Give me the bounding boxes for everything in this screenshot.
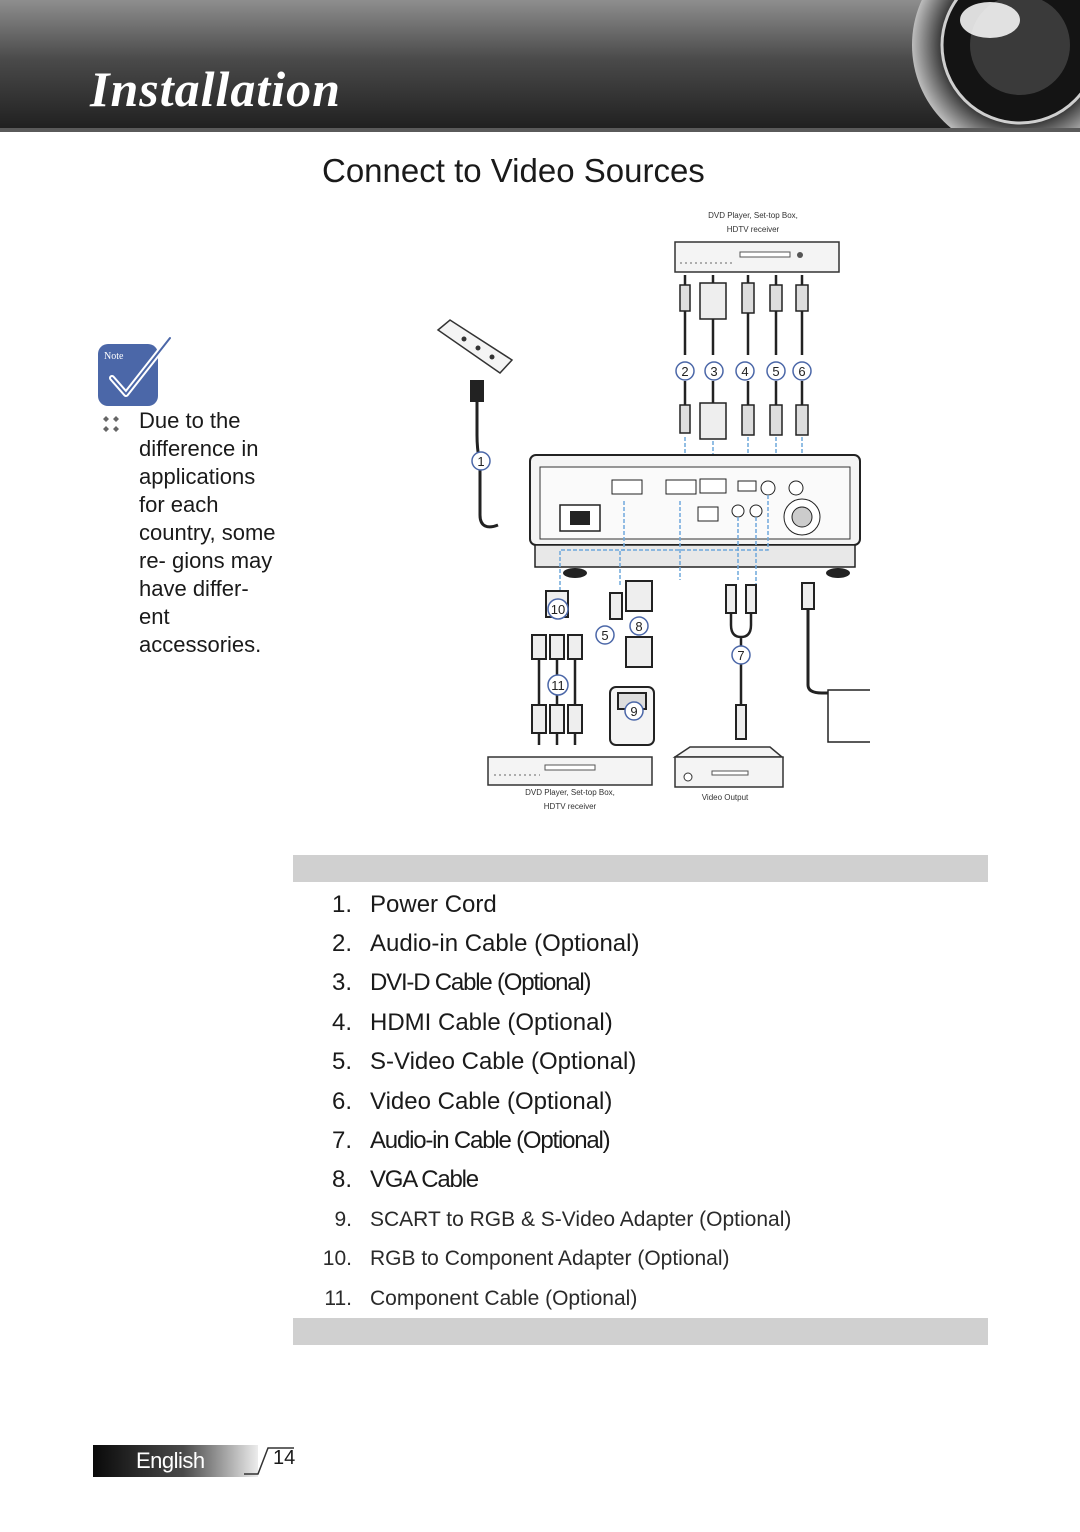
- section-title: Connect to Video Sources: [322, 152, 705, 189]
- bottom-left-device: [487, 756, 653, 786]
- list-top-bar: [293, 855, 988, 882]
- header-rule: [0, 128, 1080, 132]
- item-number: 1.: [331, 890, 352, 918]
- callouts: 1 2 3 4 5 6 5 8 7 10 11 9: [471, 361, 812, 721]
- list-item: 2. Audio-in Cable (Optional): [300, 924, 980, 963]
- item-number: 5.: [331, 1048, 352, 1076]
- svg-text:2: 2: [681, 364, 688, 379]
- callout-5-top: 5: [766, 361, 786, 381]
- item-number: 11.: [324, 1286, 352, 1310]
- item-label: Power Cord: [370, 890, 497, 918]
- callout-9: 9: [624, 701, 644, 721]
- list-item: 8. VGA Cable: [300, 1161, 980, 1200]
- bottom-left-label-1: DVD Player, Set-top Box,: [525, 788, 615, 797]
- item-label: Component Cable (Optional): [370, 1286, 638, 1310]
- item-label: HDMI Cable (Optional): [370, 1008, 613, 1036]
- bottom-guide-lines: [559, 495, 769, 595]
- callout-10: 10: [547, 598, 569, 620]
- svg-text:1: 1: [477, 454, 484, 469]
- svg-text:10: 10: [551, 602, 565, 617]
- svg-text:4: 4: [741, 364, 748, 379]
- note-text: Due to the difference in applications fo…: [139, 408, 276, 657]
- callout-5-bottom: 5: [595, 625, 615, 645]
- item-label: SCART to RGB & S-Video Adapter (Optional…: [370, 1207, 792, 1231]
- list-item: 7. Audio-in Cable (Optional): [300, 1121, 980, 1160]
- language-label: English: [136, 1448, 205, 1473]
- svg-text:8: 8: [635, 619, 642, 634]
- bottom-right-cables: [725, 582, 870, 743]
- item-label: Audio-in Cable (Optional): [370, 930, 640, 958]
- svg-text:6: 6: [798, 364, 805, 379]
- top-source-device: [674, 241, 840, 273]
- top-device-label-2: HDTV receiver: [727, 225, 780, 234]
- item-label: S-Video Cable (Optional): [370, 1048, 637, 1076]
- item-number: 3.: [331, 969, 352, 997]
- svg-text:11: 11: [551, 678, 565, 693]
- svg-text:3: 3: [710, 364, 717, 379]
- power-strip: [436, 319, 514, 529]
- svg-text:9: 9: [630, 704, 637, 719]
- projector: [529, 454, 861, 578]
- svg-text:5: 5: [601, 628, 608, 643]
- page-header: Installation: [0, 0, 1080, 132]
- item-number: 4.: [331, 1008, 352, 1036]
- page-number: 14: [273, 1447, 296, 1469]
- svg-text:5: 5: [772, 364, 779, 379]
- list-item: 10. RGB to Component Adapter (Optional): [300, 1240, 980, 1279]
- list-item: 1. Power Cord: [300, 885, 980, 924]
- callout-3: 3: [704, 361, 724, 381]
- item-number: 8.: [331, 1166, 352, 1194]
- bullet-icon: [103, 416, 119, 432]
- item-number: 7.: [331, 1127, 352, 1155]
- item-number: 10.: [322, 1247, 352, 1271]
- bottom-left-label-2: HDTV receiver: [544, 802, 597, 811]
- item-label: Video Cable (Optional): [370, 1087, 613, 1115]
- callout-1: 1: [471, 451, 491, 471]
- cable-list: 1. Power Cord 2. Audio-in Cable (Optional)…: [300, 885, 980, 1318]
- top-cables: [679, 275, 809, 440]
- callout-7: 7: [731, 645, 751, 665]
- svg-text:7: 7: [737, 648, 744, 663]
- list-item: 6. Video Cable (Optional): [300, 1082, 980, 1121]
- list-item: 11. Component Cable (Optional): [300, 1279, 980, 1318]
- bottom-right-device: [672, 746, 785, 788]
- list-item: 9. SCART to RGB & S-Video Adapter (Option…: [300, 1200, 980, 1239]
- list-item: 5. S-Video Cable (Optional): [300, 1043, 980, 1082]
- list-item: 4. HDMI Cable (Optional): [300, 1003, 980, 1042]
- callout-6: 6: [792, 361, 812, 381]
- item-label: DVI-D Cable (Optional): [370, 969, 592, 997]
- callout-11: 11: [547, 674, 569, 696]
- bottom-right-label: Video Output: [702, 793, 749, 802]
- connection-diagram: DVD Player, Set-top Box, HDTV receiver: [436, 211, 870, 811]
- note-icon: Note: [98, 335, 173, 406]
- top-device-label-1: DVD Player, Set-top Box,: [708, 211, 798, 220]
- language-tab: [93, 1445, 258, 1477]
- list-bottom-bar: [293, 1318, 988, 1345]
- page-title: Installation: [90, 61, 341, 117]
- item-label: Audio-in Cable (Optional): [370, 1127, 611, 1155]
- page-number-tab: [244, 1447, 294, 1475]
- callout-4: 4: [735, 361, 755, 381]
- bottom-left-cables: [531, 580, 655, 746]
- callout-2: 2: [675, 361, 695, 381]
- list-item: 3. DVI-D Cable (Optional): [300, 964, 980, 1003]
- lens-graphic: [912, 0, 1080, 132]
- item-label: VGA Cable: [370, 1166, 479, 1194]
- note-badge-label: Note: [104, 351, 124, 362]
- callout-8: 8: [629, 616, 649, 636]
- item-label: RGB to Component Adapter (Optional): [370, 1247, 730, 1271]
- item-number: 9.: [334, 1207, 352, 1231]
- item-number: 6.: [331, 1087, 352, 1115]
- item-number: 2.: [331, 930, 352, 958]
